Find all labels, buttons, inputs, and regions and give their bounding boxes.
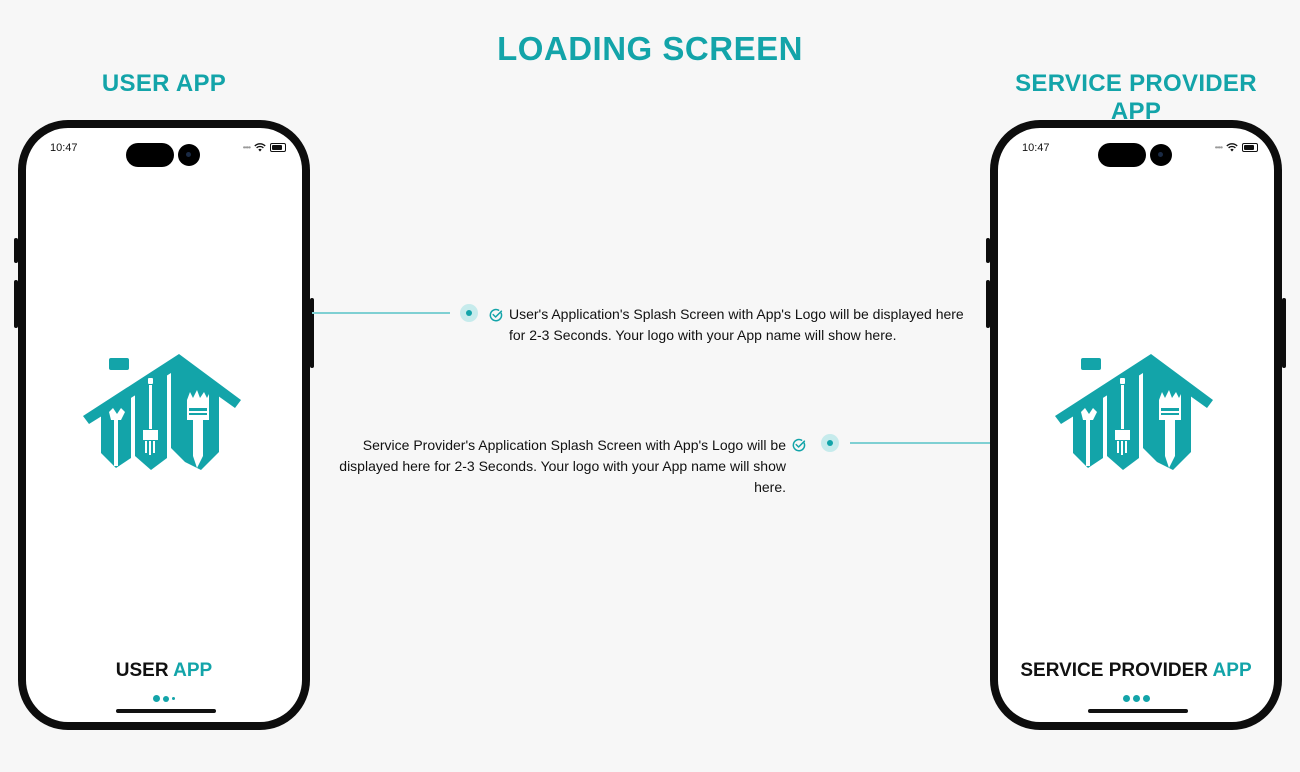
- status-icons: ••••: [1215, 143, 1258, 152]
- loading-dot: [153, 695, 160, 702]
- user-app-phone-mockup: 10:47 ••••: [14, 120, 314, 730]
- page-title: LOADING SCREEN: [497, 30, 803, 67]
- splash-app-name: SERVICE PROVIDER APP: [998, 660, 1274, 682]
- phone-side-button: [986, 238, 990, 263]
- provider-connector-line: [850, 442, 990, 444]
- loading-dot: [1122, 695, 1130, 702]
- phone-side-button: [986, 280, 990, 328]
- app-name-accent: APP: [173, 660, 213, 681]
- loading-dot: [1132, 695, 1140, 702]
- phone-side-button: [14, 238, 18, 263]
- loading-dot: [163, 695, 169, 702]
- check-circle-icon: [792, 438, 806, 452]
- home-indicator: [116, 709, 216, 713]
- user-connector-node: [460, 304, 478, 322]
- provider-connector-node: [821, 434, 839, 452]
- signal-icon: ••••: [1214, 143, 1223, 152]
- status-icons: ••••: [243, 143, 286, 152]
- battery-icon: [1242, 143, 1258, 152]
- splash-app-name: USER APP: [26, 660, 302, 682]
- app-name-primary: USER: [115, 660, 169, 681]
- battery-icon: [270, 143, 286, 152]
- provider-splash-description: Service Provider's Application Splash Sc…: [339, 437, 786, 495]
- user-splash-description: User's Application's Splash Screen with …: [509, 306, 964, 343]
- camera-icon: [178, 144, 200, 166]
- user-app-heading: USER APP: [101, 70, 227, 97]
- provider-app-heading: SERVICE PROVIDER APP: [1015, 70, 1257, 125]
- app-name-accent: APP: [1212, 660, 1252, 681]
- app-name-primary: SERVICE PROVIDER: [1020, 660, 1208, 681]
- phone-side-button: [14, 280, 18, 328]
- loading-indicator: [998, 695, 1274, 702]
- camera-icon: [1150, 144, 1172, 166]
- provider-app-phone-mockup: 10:47 ••••: [986, 120, 1286, 730]
- phone-power-button: [310, 298, 314, 368]
- status-time: 10:47: [50, 142, 78, 154]
- status-time: 10:47: [1022, 142, 1050, 154]
- user-connector-line: [312, 312, 450, 314]
- phone-power-button: [1282, 298, 1286, 368]
- loading-dot: [172, 697, 175, 700]
- check-circle-icon: [489, 308, 503, 322]
- phone-screen: 10:47 ••••: [26, 128, 302, 722]
- home-service-logo: [83, 354, 241, 470]
- wifi-icon: [1226, 143, 1238, 152]
- home-indicator: [1088, 709, 1188, 713]
- dynamic-island: [126, 143, 174, 167]
- dynamic-island: [1098, 143, 1146, 167]
- loading-indicator: [26, 695, 302, 702]
- phone-screen: 10:47 ••••: [998, 128, 1274, 722]
- loading-dot: [1142, 695, 1150, 702]
- home-service-logo: [1055, 354, 1213, 470]
- wifi-icon: [254, 143, 266, 152]
- signal-icon: ••••: [242, 143, 251, 152]
